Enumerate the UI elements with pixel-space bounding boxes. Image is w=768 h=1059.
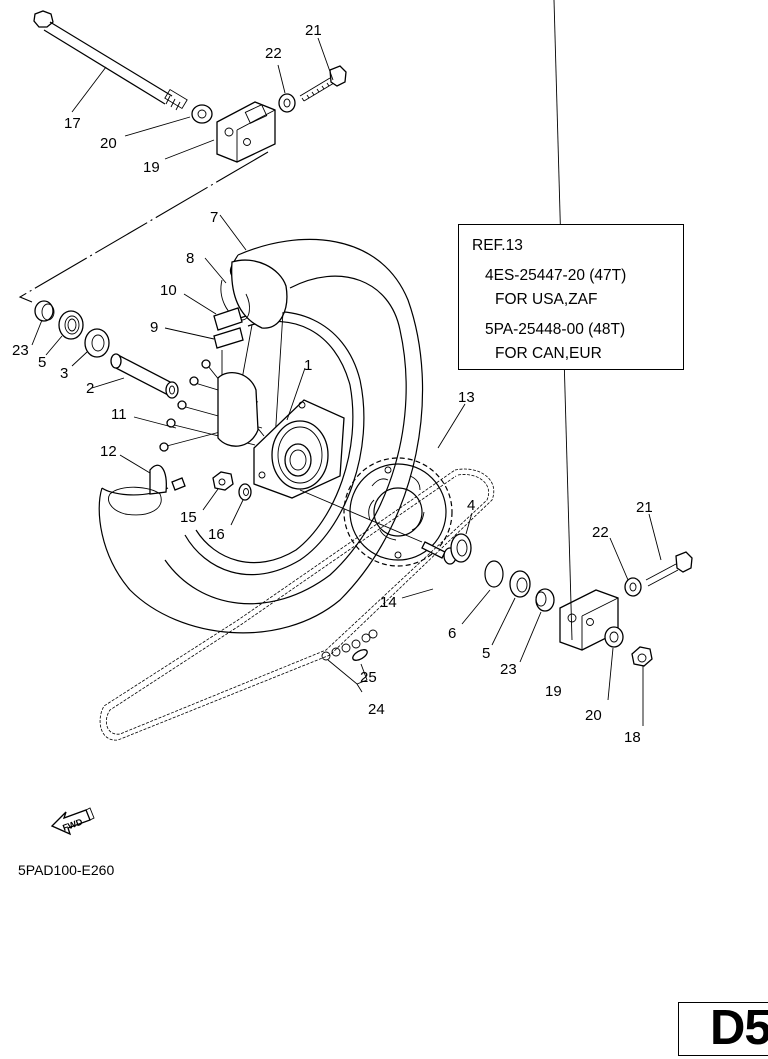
collar-23-right bbox=[535, 588, 555, 612]
callout-7: 7 bbox=[210, 209, 218, 226]
bolt-21-top bbox=[299, 65, 347, 102]
nut-22-top bbox=[278, 93, 296, 113]
callout-12: 12 bbox=[100, 443, 117, 460]
fwd-arrow-icon: FWD bbox=[50, 807, 95, 836]
adjuster-plate-19-top bbox=[216, 101, 276, 163]
callout-5-right: 5 bbox=[482, 645, 490, 662]
page-code-box bbox=[678, 1002, 768, 1056]
callout-11: 11 bbox=[111, 406, 127, 423]
callout-20-right: 20 bbox=[585, 707, 602, 724]
rim bbox=[184, 311, 365, 576]
callout-19-right: 19 bbox=[545, 683, 562, 700]
callout-19: 19 bbox=[143, 159, 160, 176]
reference-part-47t: 4ES-25447-20 (47T) bbox=[485, 267, 627, 284]
rim-band-9 bbox=[213, 327, 244, 349]
callout-20: 20 bbox=[100, 135, 117, 152]
callout-10: 10 bbox=[160, 282, 177, 299]
callout-9: 9 bbox=[150, 319, 158, 336]
washer-20-top bbox=[191, 104, 213, 124]
axle-17 bbox=[33, 10, 188, 111]
valve-12 bbox=[108, 464, 186, 516]
collar-23-left bbox=[34, 300, 55, 322]
bearing-3 bbox=[84, 328, 110, 358]
callout-5: 5 bbox=[38, 354, 46, 371]
reference-title: REF.13 bbox=[472, 237, 523, 254]
callout-18: 18 bbox=[624, 729, 641, 746]
callout-14: 14 bbox=[380, 594, 397, 611]
washer-16 bbox=[238, 483, 252, 501]
callout-1: 1 bbox=[304, 357, 312, 374]
callout-8: 8 bbox=[186, 250, 194, 267]
circlip-6 bbox=[484, 560, 504, 588]
callout-25: 25 bbox=[360, 669, 377, 686]
sprocket-13 bbox=[343, 457, 453, 567]
callout-24: 24 bbox=[368, 701, 385, 718]
reference-region-47t: FOR USA,ZAF bbox=[495, 291, 598, 308]
master-link bbox=[321, 629, 378, 661]
bearing-5-left bbox=[58, 310, 84, 340]
bearing-4 bbox=[450, 533, 472, 563]
washer-20-right bbox=[604, 626, 624, 648]
clip-25 bbox=[352, 649, 368, 661]
bearing-5-right bbox=[509, 570, 531, 598]
reference-note-box: REF.13 4ES-25447-20 (47T) FOR USA,ZAF 5P… bbox=[458, 224, 684, 370]
nut-18 bbox=[631, 646, 653, 667]
callout-21-right: 21 bbox=[636, 499, 653, 516]
callout-23-right: 23 bbox=[500, 661, 517, 678]
page-code: D5 bbox=[710, 1001, 768, 1055]
callout-16: 16 bbox=[208, 526, 225, 543]
callout-2: 2 bbox=[86, 380, 94, 397]
nut-15 bbox=[212, 471, 234, 491]
chain-24 bbox=[99, 468, 495, 741]
callout-13: 13 bbox=[458, 389, 475, 406]
callout-22: 22 bbox=[265, 45, 282, 62]
bolt-21-right bbox=[645, 551, 693, 587]
callout-23: 23 bbox=[12, 342, 29, 359]
callout-15: 15 bbox=[180, 509, 197, 526]
callout-3: 3 bbox=[60, 365, 68, 382]
tube-8 bbox=[220, 259, 288, 329]
reference-region-48t: FOR CAN,EUR bbox=[495, 345, 602, 362]
callout-4: 4 bbox=[467, 497, 475, 514]
rim-band-10 bbox=[213, 307, 243, 331]
drawing-code: 5PAD100-E260 bbox=[18, 862, 115, 878]
spacer-2 bbox=[110, 353, 179, 399]
callout-22-right: 22 bbox=[592, 524, 609, 541]
tire-7 bbox=[98, 238, 424, 634]
callout-17: 17 bbox=[64, 115, 81, 132]
hub-1 bbox=[217, 372, 345, 499]
reference-part-48t: 5PA-25448-00 (48T) bbox=[485, 321, 626, 338]
callout-6: 6 bbox=[448, 625, 456, 642]
callout-21: 21 bbox=[305, 22, 322, 39]
nut-22-right bbox=[624, 577, 642, 597]
